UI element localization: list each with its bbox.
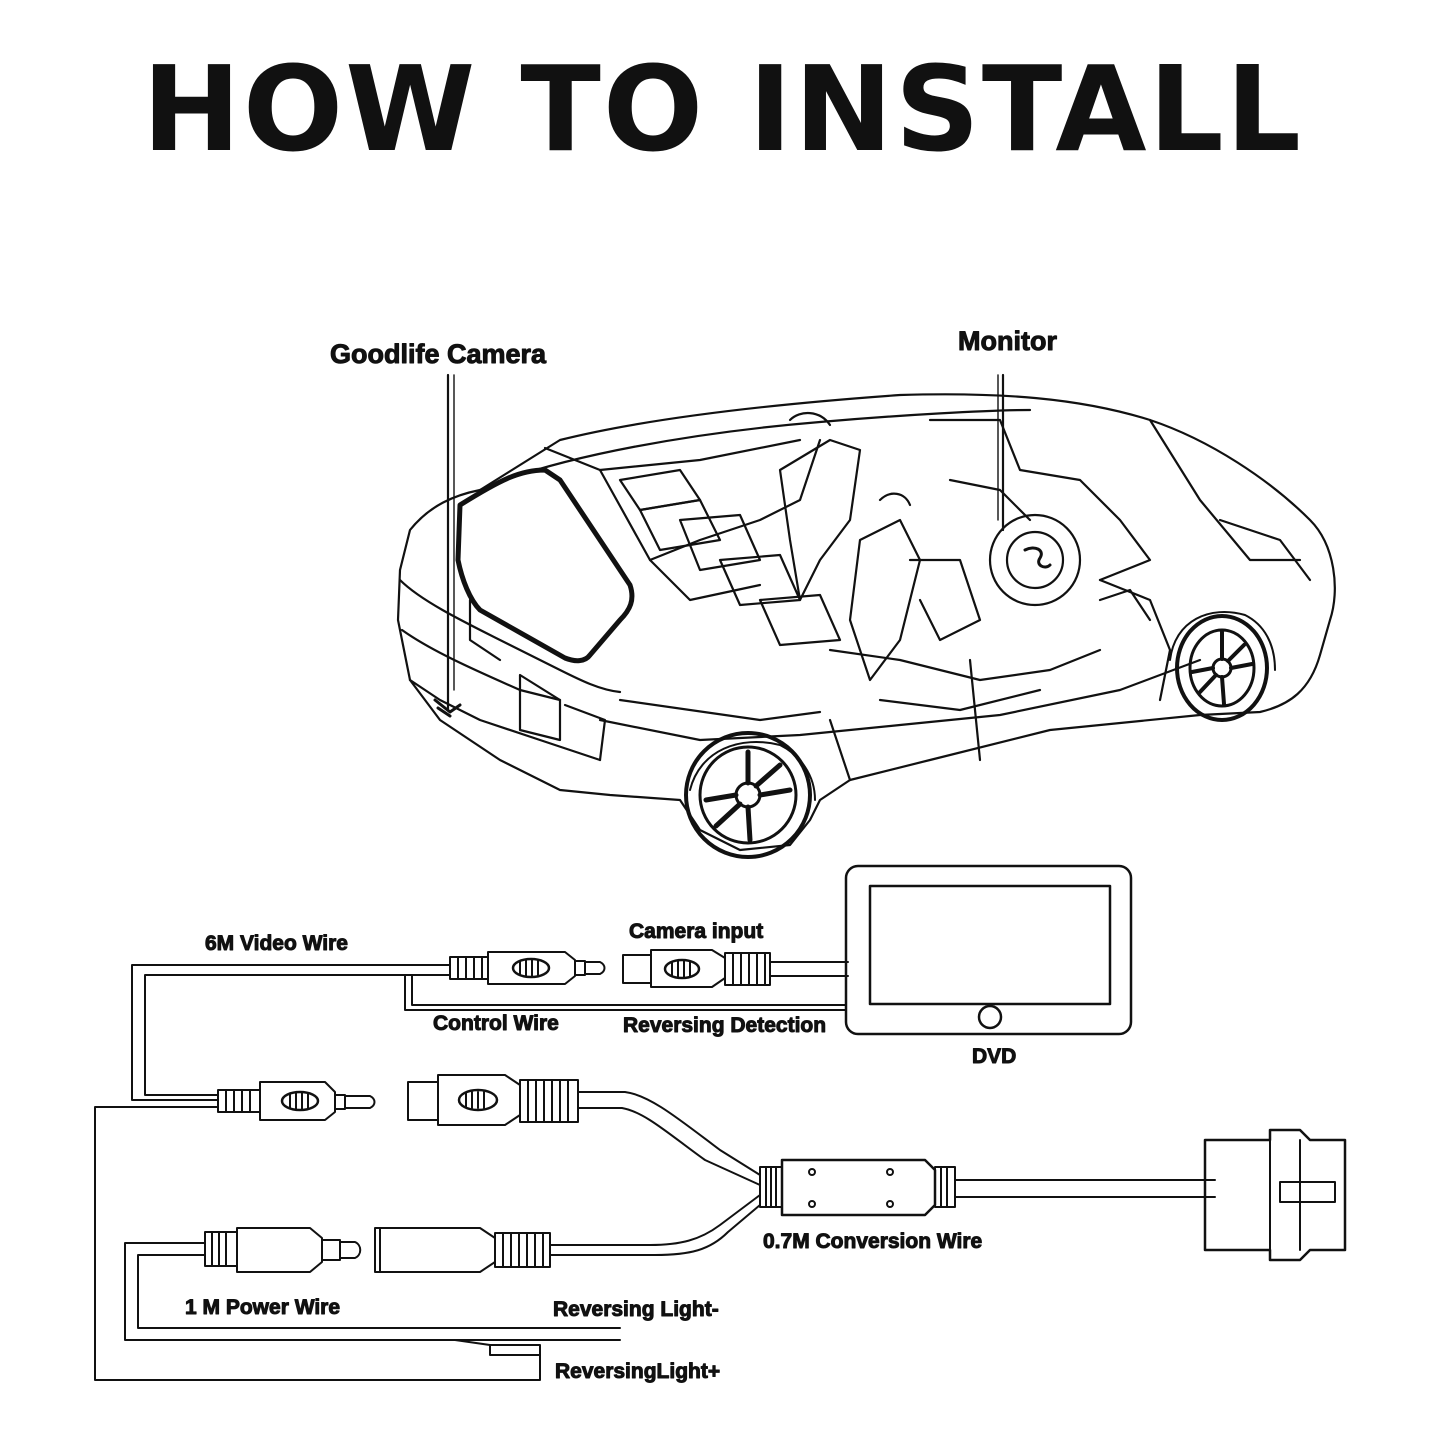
- video-rca-male-top: [449, 951, 606, 985]
- label-camera-input: Camera input: [629, 920, 763, 943]
- rear-wheel: [684, 731, 816, 859]
- label-power-wire: 1 M Power Wire: [185, 1296, 340, 1319]
- power-female-connector: [374, 1227, 551, 1273]
- label-dvd: DVD: [972, 1045, 1016, 1068]
- label-goodlife-camera: Goodlife Camera: [330, 339, 547, 369]
- steering-wheel: [988, 513, 1082, 607]
- car-illustration: [396, 393, 1336, 859]
- conversion-box: [759, 1158, 1206, 1217]
- label-conversion-wire: 0.7M Conversion Wire: [763, 1230, 982, 1253]
- label-monitor: Monitor: [958, 326, 1057, 356]
- wiring-diagram: [94, 864, 1347, 1381]
- page-title: HOW TO INSTALL: [142, 40, 1303, 178]
- camera-plug: [1203, 1128, 1347, 1262]
- label-reversing-light-pos: ReversingLight+: [555, 1360, 720, 1383]
- dvd-monitor: [844, 864, 1133, 1036]
- front-wheel: [1169, 611, 1276, 722]
- label-reversing-detection: Reversing Detection: [623, 1014, 826, 1037]
- label-control-wire: Control Wire: [433, 1012, 559, 1035]
- video-rca-female-mid: [407, 1074, 761, 1186]
- power-male-connector: [204, 1227, 362, 1273]
- label-video-wire: 6M Video Wire: [205, 932, 348, 955]
- video-rca-male-mid: [217, 1081, 376, 1121]
- camera-input-connector: [622, 949, 849, 988]
- rear-window: [455, 467, 635, 664]
- label-reversing-light-neg: Reversing Light-: [553, 1298, 719, 1321]
